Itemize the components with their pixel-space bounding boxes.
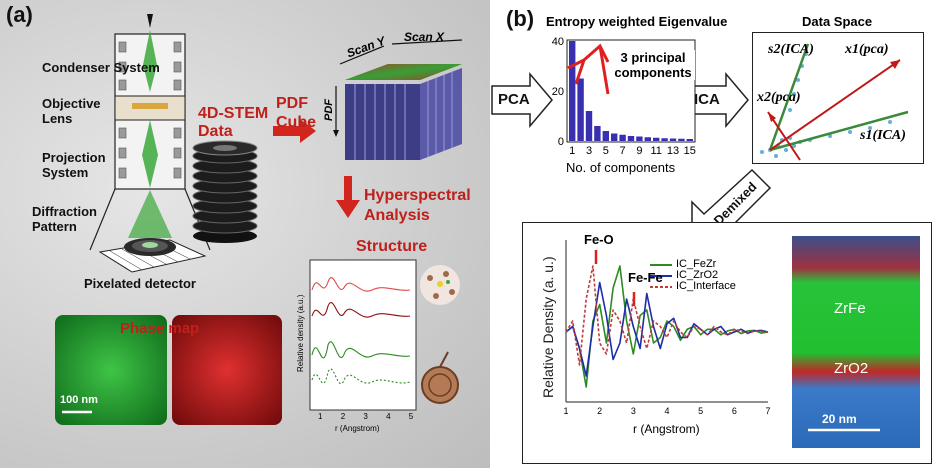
fe-fe-label: Fe-Fe	[628, 270, 663, 285]
eigen-bar-13	[669, 138, 677, 141]
diffraction-label: Diffraction Pattern	[32, 204, 97, 234]
objective-label: Objective Lens	[42, 96, 101, 126]
scan-x-label: Scan X	[404, 30, 445, 44]
panel-a-label: (a)	[6, 2, 33, 27]
eigen-bar-11	[653, 137, 660, 141]
rdf-xtick: 6	[732, 406, 737, 416]
eigen-annotation: 3 principal components	[611, 50, 695, 80]
analysis-arrow-icon	[336, 176, 360, 218]
eigen-bar-3	[585, 111, 593, 141]
scale-label-a: 100 nm	[60, 394, 98, 406]
eigen-ytick: 20	[552, 86, 564, 98]
s2-label: s2(ICA)	[768, 42, 814, 57]
eigen-bar-14	[678, 138, 685, 141]
projection-label: Projection System	[42, 150, 106, 180]
pdf-cube-label: PDF Cube	[276, 95, 316, 131]
structure-label: Structure	[356, 238, 428, 255]
eigen-bar-12	[661, 138, 668, 141]
structure-plot-frame	[309, 259, 417, 411]
eigen-bar-15	[686, 139, 693, 141]
condenser-beam-icon	[143, 30, 157, 92]
pdf-cube-icon	[333, 39, 463, 160]
eigen-bar-6	[611, 133, 618, 141]
zro2-label: ZrO2	[834, 360, 869, 377]
condenser-label: Condenser System	[42, 60, 160, 75]
eigen-bar-1	[569, 41, 576, 141]
eigen-title: Entropy weighted Eigenvalue	[546, 14, 728, 29]
eigen-annotation-line	[567, 43, 610, 70]
projection-beam-icon	[142, 120, 158, 188]
rdf-series-IC_Interface	[565, 265, 769, 366]
ica-label: ICA	[694, 91, 720, 108]
eigen-xtick: 15	[684, 145, 696, 157]
eigen-xtick: 1	[569, 145, 575, 157]
fullerene-icon	[421, 351, 459, 404]
legend-interface: IC_Interface	[676, 280, 736, 292]
eigen-bar-9	[636, 136, 643, 141]
rdf-xlabel: r (Angstrom)	[633, 422, 700, 436]
to-cube-arrow-icon	[273, 119, 316, 143]
phase-map-label: Phase map	[120, 320, 200, 337]
s1-vector	[769, 110, 909, 152]
pca-label: PCA	[498, 91, 530, 108]
legend-fezr: IC_FeZr	[676, 258, 717, 270]
eigen-xtick: 3	[586, 145, 592, 157]
eigen-ytick: 0	[558, 136, 564, 148]
mini-xlabel: r (Angstrom)	[335, 424, 380, 433]
rdf-xtick: 7	[765, 406, 770, 416]
eigen-ytick: 40	[552, 36, 564, 48]
eigen-xlabel: No. of components	[566, 160, 676, 175]
rdf-ylabel: Relative Density (a. u.)	[540, 256, 556, 398]
rdf-series-IC_ZrO2	[565, 281, 769, 377]
panel-b-label: (b)	[506, 6, 535, 31]
eigen-bar-8	[627, 136, 635, 141]
eigen-bar-10	[644, 137, 651, 141]
rdf-xtick: 1	[563, 406, 568, 416]
eels-map-image	[792, 236, 920, 448]
rdf-xtick: 2	[597, 406, 602, 416]
eigen-xtick: 13	[667, 145, 679, 157]
legend-zro2: IC_ZrO2	[676, 269, 719, 281]
scale-label-b: 20 nm	[822, 412, 857, 426]
eigen-bar-2	[577, 78, 584, 141]
electron-source-icon	[147, 14, 153, 28]
s2-vector	[768, 43, 810, 151]
eigen-xtick: 11	[650, 145, 661, 157]
eigen-bar-4	[594, 126, 601, 141]
microscope-drawing	[55, 14, 463, 425]
s1-label: s1(ICA)	[860, 128, 906, 143]
zrfe-label: ZrFe	[834, 300, 866, 317]
data-stack-icon	[192, 140, 258, 243]
objective-lens-icon	[132, 103, 168, 109]
diffraction-beam-icon	[128, 190, 172, 238]
x1-label: x1(pca)	[845, 42, 889, 57]
detector-label: Pixelated detector	[84, 276, 196, 291]
pca-arrow-icon	[491, 71, 553, 129]
data-space-title: Data Space	[802, 14, 873, 29]
eigen-xtick: 5	[603, 145, 609, 157]
eigen-xtick: 9	[636, 145, 642, 157]
hyperspectral-label: Hyperspectral Analysis	[364, 187, 471, 224]
x1-vector	[769, 59, 901, 151]
eigen-bar-5	[602, 131, 609, 141]
mini-ticks: 1 2 3 4 5	[318, 412, 414, 421]
eigen-xtick: 7	[620, 145, 626, 157]
data-label: 4D-STEM Data	[198, 105, 269, 140]
molecule-icon-top	[420, 265, 460, 305]
rdf-xtick: 3	[631, 406, 636, 416]
x2-label: x2(pca)	[757, 90, 801, 105]
fe-o-label: Fe-O	[584, 232, 614, 247]
phase-map-green	[55, 315, 167, 425]
rdf-xtick: 4	[664, 406, 669, 416]
phase-map-red	[172, 315, 282, 425]
rdf-xtick: 5	[698, 406, 703, 416]
eigen-bar-7	[619, 134, 626, 141]
